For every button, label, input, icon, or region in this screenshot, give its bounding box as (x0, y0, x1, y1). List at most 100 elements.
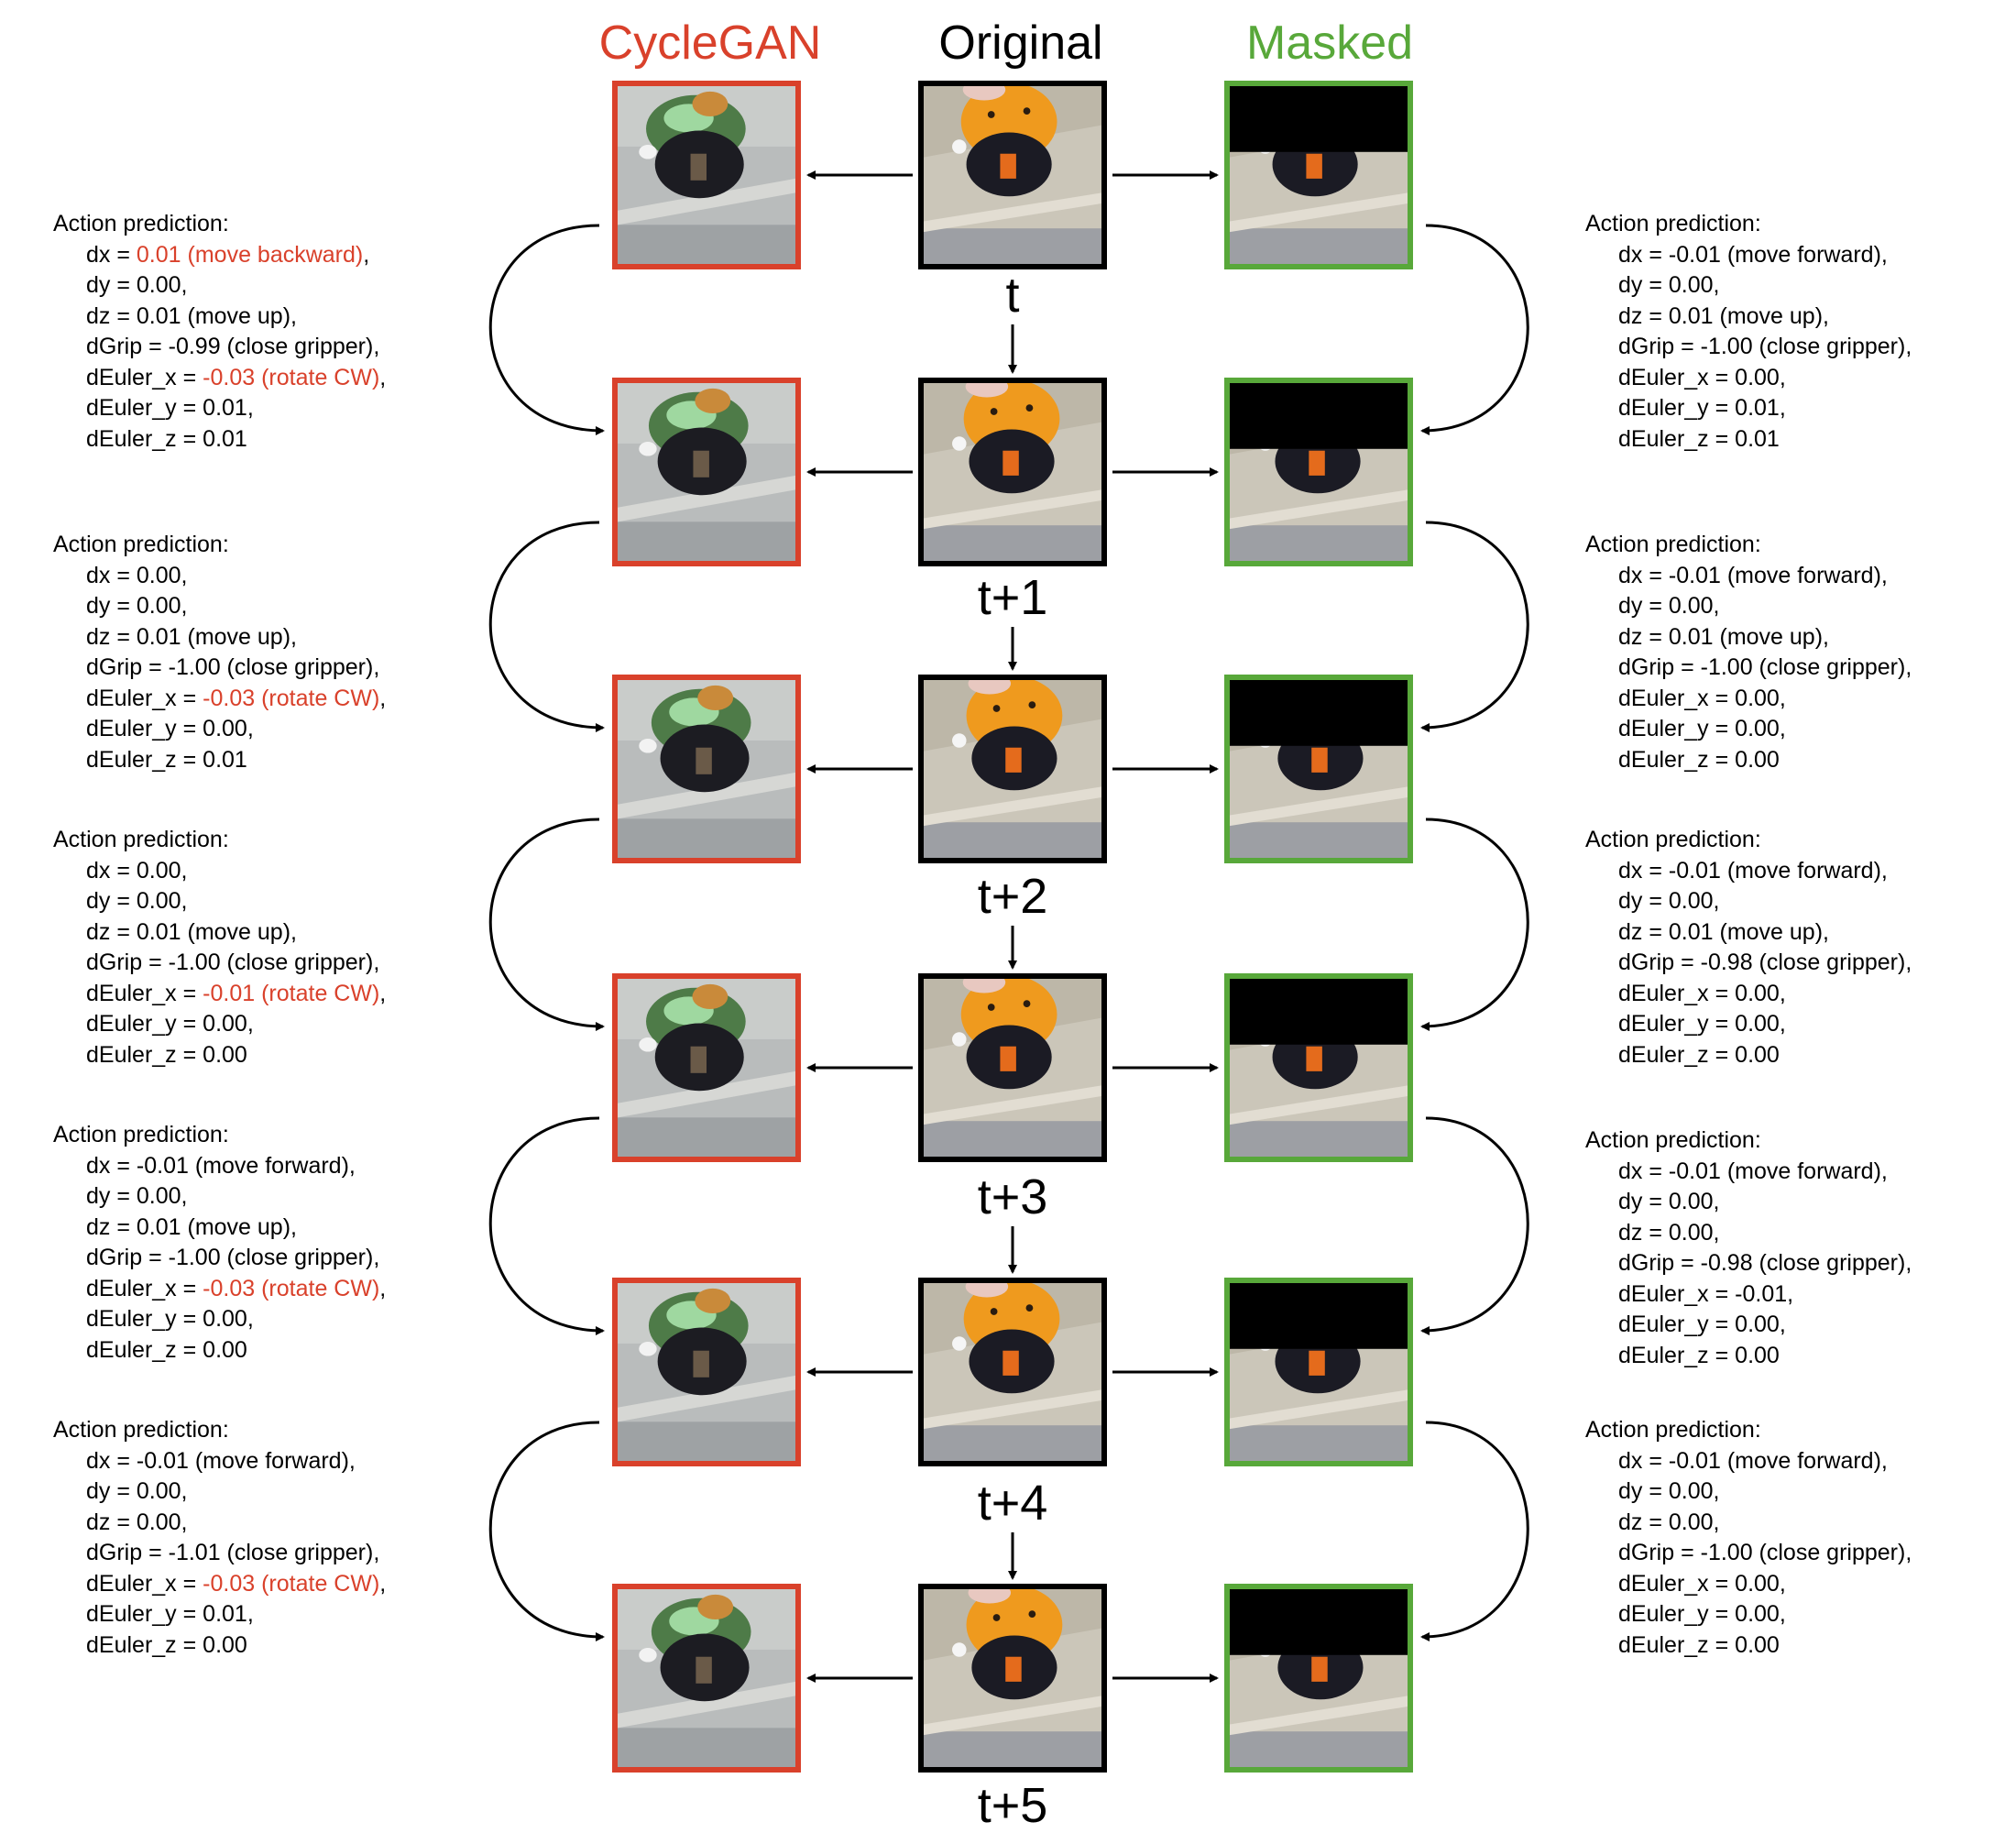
prediction-text: dEuler_y = 0.01, (1618, 395, 1786, 421)
cyclegan-frame-3 (612, 973, 801, 1162)
prediction-line: dEuler_y = 0.00, (1585, 1599, 1912, 1630)
prediction-line: dEuler_z = 0.00 (53, 1335, 386, 1367)
masked-frame-4 (1224, 1278, 1413, 1466)
original-frame-5 (918, 1584, 1107, 1773)
prediction-line: dEuler_x = 0.00, (1585, 363, 1912, 394)
prediction-text: dy = 0.00, (1618, 272, 1720, 298)
prediction-text: dGrip = -0.99 (close gripper), (86, 334, 380, 359)
right-prediction-1: Action prediction:dx = -0.01 (move forwa… (1585, 530, 1912, 775)
prediction-line: dEuler_x = -0.01 (rotate CW), (53, 979, 386, 1010)
time-label-1: t+1 (977, 570, 1048, 625)
prediction-text: dEuler_x = 0.00, (1618, 685, 1786, 711)
prediction-line: dEuler_x = 0.00, (1585, 684, 1912, 715)
time-label-3: t+3 (977, 1169, 1048, 1224)
left-prediction-3: Action prediction:dx = -0.01 (move forwa… (53, 1120, 386, 1366)
prediction-title: Action prediction: (53, 532, 229, 557)
prediction-text: dGrip = -1.00 (close gripper), (1618, 654, 1912, 680)
prediction-title: Action prediction: (53, 1417, 229, 1443)
prediction-highlight: 0.01 (move backward) (136, 241, 364, 268)
prediction-line: dy = 0.00, (53, 591, 386, 622)
prediction-title: Action prediction: (1585, 1127, 1761, 1153)
prediction-text: dEuler_y = 0.01, (86, 1601, 254, 1627)
time-label-0: t (1005, 268, 1020, 323)
prediction-text: dEuler_x = (86, 1570, 203, 1597)
prediction-text: dy = 0.00, (1618, 1478, 1720, 1504)
prediction-text: dGrip = -0.98 (close gripper), (1618, 1250, 1912, 1276)
prediction-text: dz = 0.01 (move up), (1618, 623, 1829, 650)
prediction-text: dz = 0.01 (move up), (86, 623, 297, 650)
prediction-text: dEuler_y = 0.00, (86, 1011, 254, 1037)
prediction-line: dEuler_z = 0.00 (53, 1630, 386, 1662)
prediction-line: dEuler_y = 0.00, (1585, 1310, 1912, 1341)
prediction-text: dEuler_x = (86, 685, 203, 711)
prediction-line: dGrip = -1.01 (close gripper), (53, 1538, 386, 1569)
prediction-text: dEuler_z = 0.01 (1618, 425, 1780, 452)
masked-frame-5 (1224, 1584, 1413, 1773)
prediction-text: dz = 0.00, (1618, 1509, 1720, 1535)
prediction-text: , (379, 364, 387, 390)
prediction-line: dz = 0.00, (53, 1508, 386, 1539)
prediction-title: Action prediction: (53, 1122, 229, 1147)
prediction-text: dx = -0.01 (move forward), (1618, 1158, 1888, 1184)
prediction-text: dEuler_x = 0.00, (1618, 1570, 1786, 1597)
prediction-line: dEuler_z = 0.01 (53, 424, 386, 456)
prediction-line: dy = 0.00, (1585, 591, 1912, 622)
prediction-text: dGrip = -0.98 (close gripper), (1618, 949, 1912, 975)
prediction-line: dz = 0.01 (move up), (53, 1213, 386, 1244)
prediction-text: dx = 0.00, (86, 562, 188, 588)
prediction-text: dz = 0.01 (move up), (86, 918, 297, 945)
prediction-line: dz = 0.01 (move up), (53, 622, 386, 653)
prediction-line: dx = 0.00, (53, 856, 386, 887)
prediction-title: Action prediction: (53, 827, 229, 852)
curve-right-4 (1420, 1421, 1529, 1641)
prediction-text: dEuler_z = 0.00 (1618, 1342, 1780, 1368)
cyclegan-frame-5 (612, 1584, 801, 1773)
prediction-line: dEuler_x = -0.01, (1585, 1279, 1912, 1311)
prediction-text: dEuler_x = (86, 980, 203, 1006)
prediction-line: dz = 0.00, (1585, 1218, 1912, 1249)
prediction-line: dEuler_y = 0.00, (53, 714, 386, 745)
prediction-line: dGrip = -1.00 (close gripper), (1585, 332, 1912, 363)
prediction-line: dx = -0.01 (move forward), (1585, 1446, 1912, 1477)
prediction-text: dGrip = -1.01 (close gripper), (86, 1540, 380, 1565)
prediction-text: dEuler_z = 0.01 (86, 746, 247, 773)
prediction-text: dy = 0.00, (1618, 888, 1720, 914)
prediction-text: dEuler_y = 0.01, (86, 395, 254, 421)
prediction-text: dx = -0.01 (move forward), (1618, 241, 1888, 268)
prediction-text: dx = 0.00, (86, 857, 188, 884)
prediction-text: dEuler_x = (86, 364, 203, 390)
prediction-text: dx = -0.01 (move forward), (1618, 562, 1888, 588)
prediction-text: dEuler_y = 0.00, (1618, 1312, 1786, 1337)
prediction-text: dEuler_y = 0.00, (1618, 716, 1786, 741)
original-frame-4 (918, 1278, 1107, 1466)
prediction-highlight: -0.03 (rotate CW) (203, 1570, 380, 1597)
original-frame-0 (918, 81, 1107, 269)
curve-right-2 (1420, 818, 1529, 1031)
curve-left-4 (488, 1421, 605, 1641)
prediction-text: dx = -0.01 (move forward), (86, 1447, 356, 1474)
prediction-line: dz = 0.01 (move up), (1585, 622, 1912, 653)
masked-frame-3 (1224, 973, 1413, 1162)
prediction-text: dy = 0.00, (86, 593, 188, 619)
prediction-text: dEuler_x = 0.00, (1618, 364, 1786, 390)
cyclegan-frame-0 (612, 81, 801, 269)
prediction-line: dEuler_z = 0.00 (1585, 1630, 1912, 1662)
prediction-line: dEuler_y = 0.00, (1585, 1009, 1912, 1040)
left-prediction-0: Action prediction:dx = 0.01 (move backwa… (53, 209, 386, 455)
prediction-line: dx = -0.01 (move forward), (53, 1446, 386, 1477)
prediction-line: dz = 0.01 (move up), (1585, 302, 1912, 333)
prediction-line: dEuler_y = 0.00, (1585, 714, 1912, 745)
prediction-title: Action prediction: (1585, 1417, 1761, 1443)
curve-right-1 (1420, 521, 1529, 732)
prediction-line: dEuler_y = 0.01, (53, 393, 386, 424)
cyclegan-frame-1 (612, 378, 801, 566)
prediction-text: dGrip = -1.00 (close gripper), (1618, 334, 1912, 359)
prediction-title: Action prediction: (53, 211, 229, 236)
prediction-text: dEuler_z = 0.00 (1618, 1041, 1780, 1068)
prediction-line: dz = 0.01 (move up), (53, 302, 386, 333)
prediction-text: dEuler_z = 0.00 (86, 1336, 247, 1363)
prediction-text: dEuler_z = 0.00 (86, 1631, 247, 1658)
masked-frame-1 (1224, 378, 1413, 566)
prediction-text: dEuler_x = 0.00, (1618, 980, 1786, 1006)
curve-right-0 (1420, 224, 1529, 435)
